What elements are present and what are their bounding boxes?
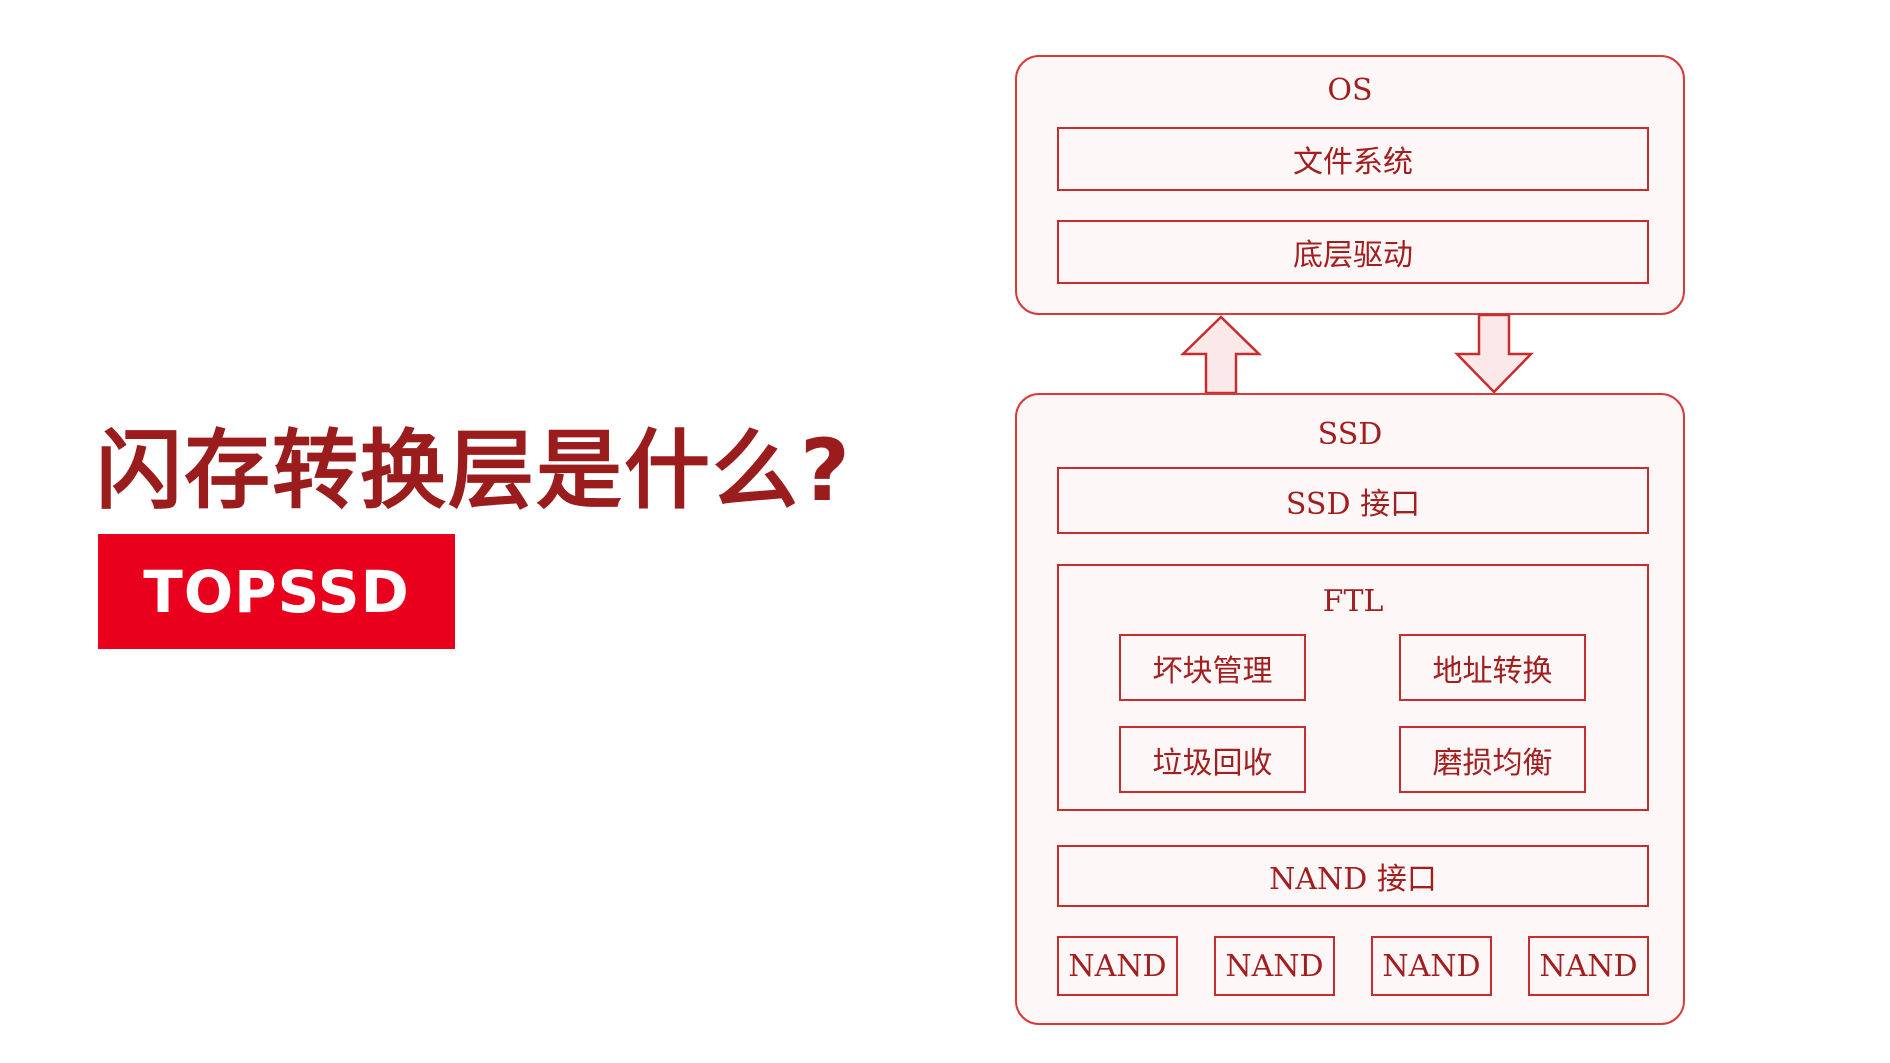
ftl-box: FTL 坏块管理 地址转换 垃圾回收 磨损均衡: [1057, 564, 1649, 811]
down-arrow-icon: [1454, 313, 1534, 394]
ssd-panel: SSD SSD 接口 FTL 坏块管理 地址转换 垃圾回收 磨损均衡 NAND …: [1015, 393, 1685, 1025]
ssd-interface-box: SSD 接口: [1057, 467, 1649, 534]
driver-box: 底层驱动: [1057, 220, 1649, 284]
ftl-module: 垃圾回收: [1119, 726, 1306, 793]
page-title: 闪存转换层是什么?: [96, 421, 852, 521]
os-panel: OS 文件系统 底层驱动: [1015, 55, 1685, 315]
topssd-logo: TOPSSD: [98, 534, 455, 649]
ftl-module: 磨损均衡: [1399, 726, 1586, 793]
ftl-label: FTL: [1322, 584, 1384, 619]
up-arrow-icon: [1179, 315, 1263, 395]
os-label: OS: [1327, 73, 1373, 108]
file-system-box: 文件系统: [1057, 127, 1649, 191]
nand-chip: NAND: [1371, 936, 1492, 996]
nand-chip: NAND: [1214, 936, 1335, 996]
nand-chip: NAND: [1057, 936, 1178, 996]
nand-chip: NAND: [1528, 936, 1649, 996]
ssd-label: SSD: [1317, 417, 1383, 452]
ftl-module: 坏块管理: [1119, 634, 1306, 701]
ftl-module: 地址转换: [1399, 634, 1586, 701]
nand-interface-box: NAND 接口: [1057, 845, 1649, 907]
